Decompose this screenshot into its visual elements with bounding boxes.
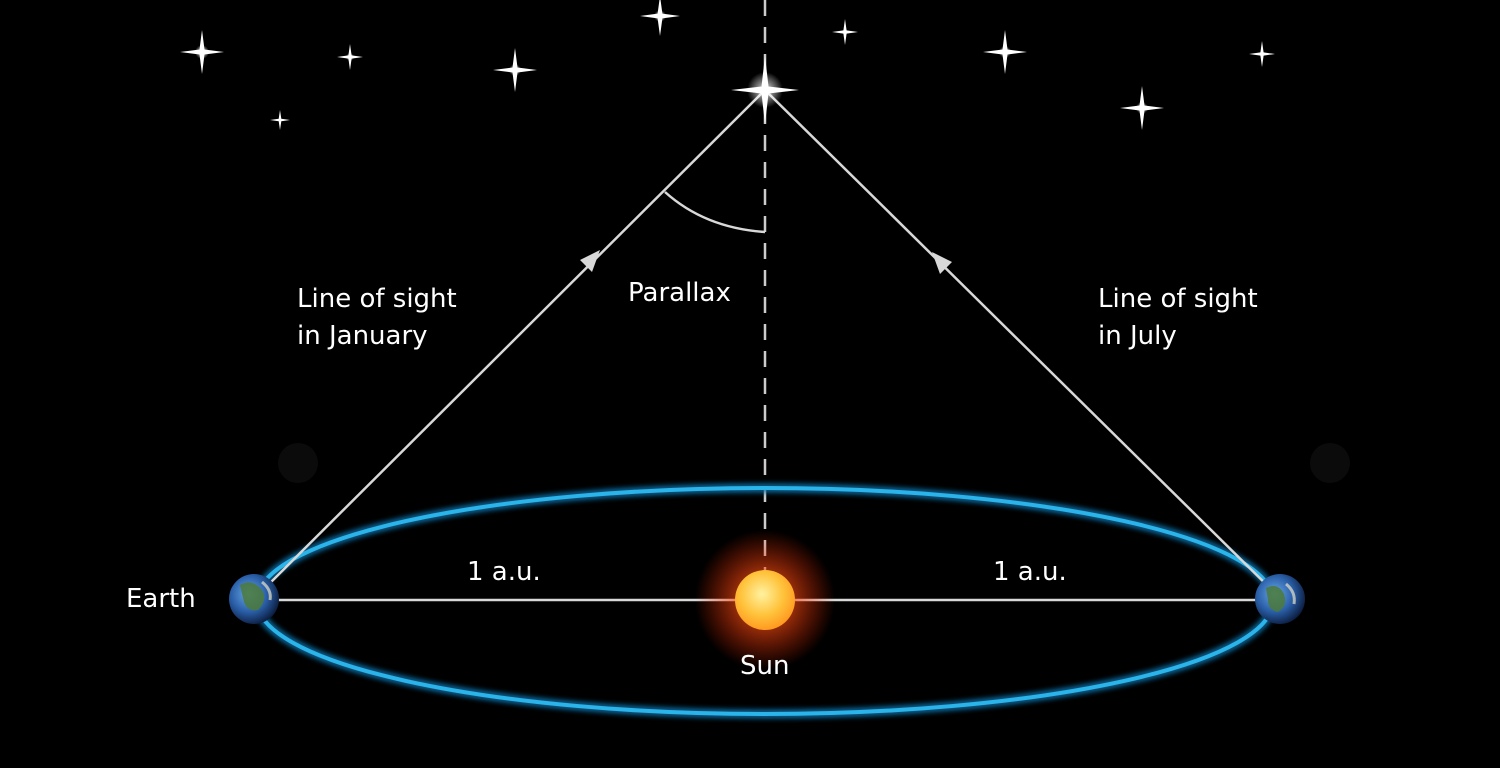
star-icon bbox=[1249, 41, 1275, 67]
label-line-of-sight-january-1: Line of sight bbox=[297, 284, 457, 314]
star-icon bbox=[180, 30, 224, 74]
star-icon bbox=[493, 48, 537, 92]
label-distance-right: 1 a.u. bbox=[993, 557, 1067, 587]
sun-icon bbox=[695, 530, 835, 670]
line-of-sight-january bbox=[254, 89, 766, 599]
label-earth: Earth bbox=[126, 584, 196, 614]
label-parallax: Parallax bbox=[628, 278, 731, 308]
label-sun: Sun bbox=[740, 651, 789, 681]
label-line-of-sight-july-2: in July bbox=[1098, 321, 1177, 351]
arrow-up-right-icon bbox=[580, 250, 600, 272]
earth-january-icon bbox=[229, 574, 279, 624]
line-of-sight-july bbox=[764, 89, 1281, 599]
star-icon bbox=[983, 30, 1027, 74]
star-icon bbox=[270, 110, 290, 130]
label-line-of-sight-january-2: in January bbox=[297, 321, 428, 351]
target-star-icon bbox=[731, 56, 799, 124]
star-icon bbox=[832, 19, 858, 45]
arrow-up-left-icon bbox=[932, 252, 952, 274]
moon-right-icon bbox=[1310, 443, 1350, 483]
star-icon bbox=[1120, 86, 1164, 130]
label-distance-left: 1 a.u. bbox=[467, 557, 541, 587]
earth-july-icon bbox=[1255, 574, 1305, 624]
moon-left-icon bbox=[278, 443, 318, 483]
star-icon bbox=[640, 0, 680, 36]
background-stars bbox=[180, 0, 1275, 130]
parallax-angle-arc bbox=[664, 191, 766, 234]
star-icon bbox=[337, 44, 363, 70]
label-line-of-sight-july-1: Line of sight bbox=[1098, 284, 1258, 314]
